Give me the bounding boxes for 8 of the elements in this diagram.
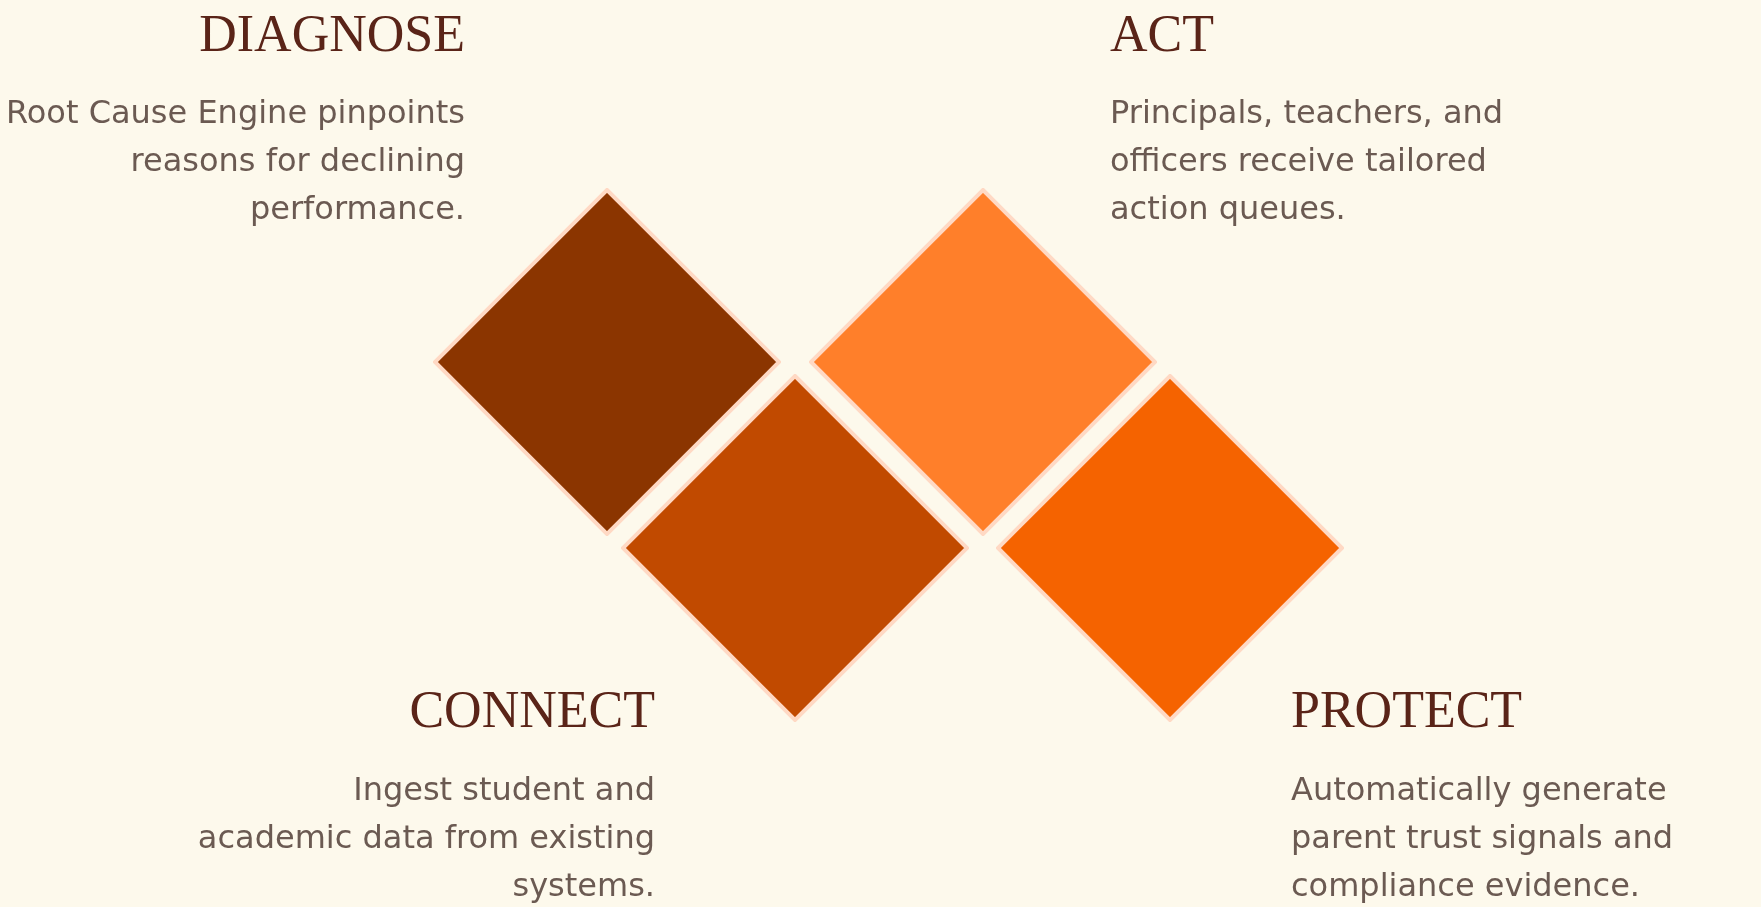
- step-description: Automatically generate parent trust signals and compliance evidence.: [1291, 769, 1675, 906]
- step-heading: CONNECT: [409, 680, 655, 740]
- step-description: Root Cause Engine pinpoints reasons for declining performance.: [5, 92, 465, 229]
- step-heading: ACT: [1110, 4, 1214, 64]
- step-description: Ingest student and academic data from existing systems.: [196, 769, 655, 906]
- step-heading: DIAGNOSE: [199, 4, 465, 64]
- step-description: Principals, teachers, and officers receive tailored action queues.: [1110, 92, 1505, 229]
- step-heading: PROTECT: [1291, 680, 1523, 740]
